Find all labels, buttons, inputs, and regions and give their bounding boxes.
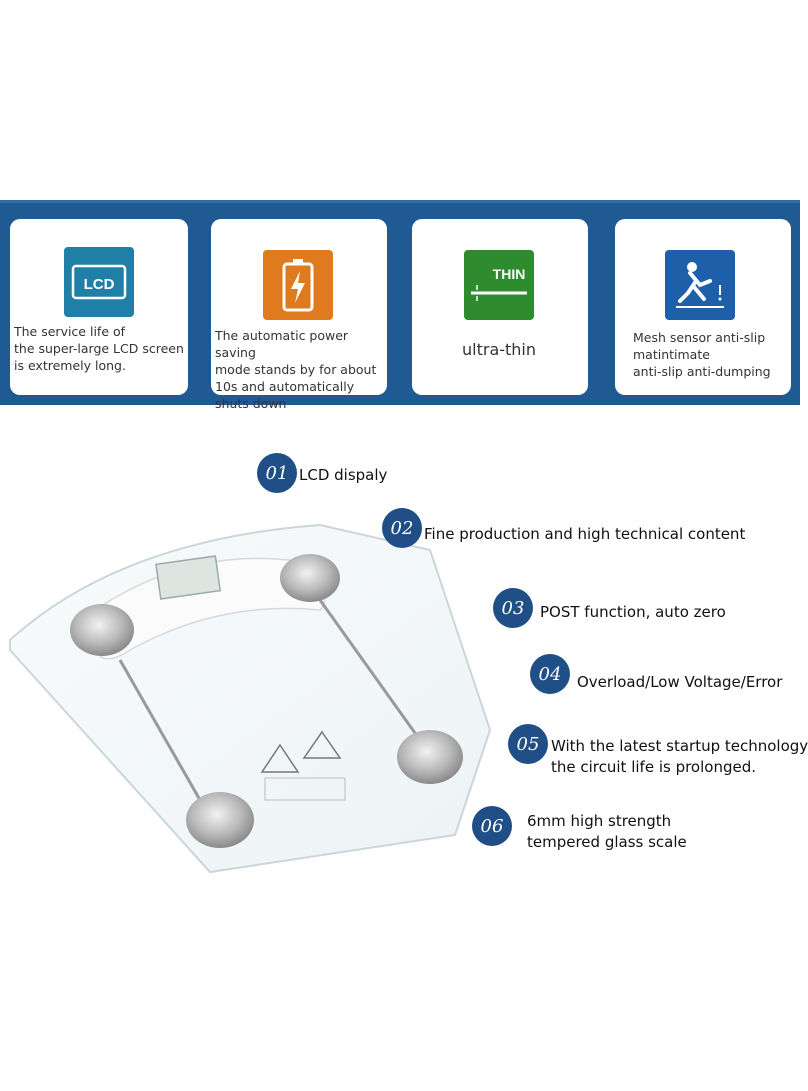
lcd-icon-label: LCD <box>84 276 115 293</box>
feature-badge-04: 04 <box>530 654 570 694</box>
feature-badge-03: 03 <box>493 588 533 628</box>
feature-card-thin: THIN ultra-thin <box>412 219 588 395</box>
feature-card-battery: The automatic power saving mode stands b… <box>211 219 387 411</box>
battery-icon <box>263 250 333 320</box>
feature-badge-01: 01 <box>257 453 297 493</box>
sensor-rod-right <box>318 599 422 741</box>
feature-text-02: Fine production and high technical conte… <box>424 525 746 543</box>
feature-text-01: LCD dispaly <box>299 466 388 484</box>
feature-card-lcd: LCD The service life of the super-large … <box>10 219 188 395</box>
thin-icon-label: THIN <box>493 266 526 282</box>
anti-slip-icon <box>665 250 735 320</box>
feature-text-04: Overload/Low Voltage/Error <box>577 673 783 691</box>
card-battery-text: The automatic power saving mode stands b… <box>215 328 377 411</box>
feature-card-anti-slip: Mesh sensor anti-slip matintimate anti-s… <box>615 219 791 395</box>
feature-text-03: POST function, auto zero <box>540 603 726 621</box>
feature-badge-06: 06 <box>472 806 512 846</box>
feature-badge-05: 05 <box>508 724 548 764</box>
feature-text-06: 6mm high strength tempered glass scale <box>527 812 687 851</box>
sensor-pad <box>186 792 254 848</box>
sensor-rod-left <box>118 659 202 801</box>
thin-icon: THIN <box>464 250 534 320</box>
card-thin-text: ultra-thin <box>462 340 537 359</box>
sensor-pad <box>397 730 463 784</box>
glass-scale-image <box>9 523 492 874</box>
card-lcd-text: The service life of the super-large LCD … <box>14 324 184 373</box>
sensor-pad <box>70 604 134 656</box>
feature-badge-02: 02 <box>382 508 422 548</box>
banner-top-line <box>0 200 800 203</box>
card-anti-slip-text: Mesh sensor anti-slip matintimate anti-s… <box>633 330 771 379</box>
sensor-pad <box>280 554 340 602</box>
feature-text-05: With the latest startup technology the c… <box>551 737 808 776</box>
warning-icon <box>302 730 342 759</box>
warning-icon <box>260 743 300 773</box>
lcd-icon: LCD <box>64 247 134 317</box>
lcd-display <box>155 555 222 600</box>
certification-marks <box>264 777 346 801</box>
